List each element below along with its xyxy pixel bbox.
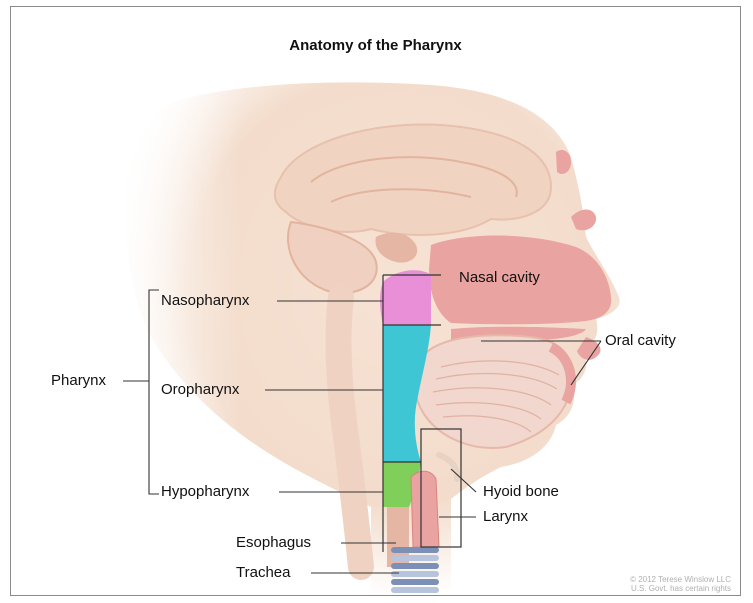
label-esophagus: Esophagus: [236, 534, 311, 551]
label-oral-cavity: Oral cavity: [605, 332, 676, 349]
label-nasal-cavity: Nasal cavity: [459, 269, 540, 286]
label-oropharynx: Oropharynx: [161, 381, 239, 398]
label-nasopharynx: Nasopharynx: [161, 292, 249, 309]
credit-line-2: U.S. Govt. has certain rights: [571, 584, 731, 593]
copyright-credit: © 2012 Terese Winslow LLC U.S. Govt. has…: [571, 575, 731, 593]
label-pharynx: Pharynx: [51, 372, 106, 389]
label-larynx: Larynx: [483, 508, 528, 525]
label-hypopharynx: Hypopharynx: [161, 483, 249, 500]
larynx-shape: [411, 471, 439, 547]
credit-line-1: © 2012 Terese Winslow LLC: [571, 575, 731, 584]
label-hyoid-bone: Hyoid bone: [483, 483, 559, 500]
nasopharynx-zone: [380, 270, 431, 325]
label-trachea: Trachea: [236, 564, 290, 581]
head-neck-illustration: [11, 7, 741, 596]
diagram-frame: Anatomy of the Pharynx: [10, 6, 741, 596]
